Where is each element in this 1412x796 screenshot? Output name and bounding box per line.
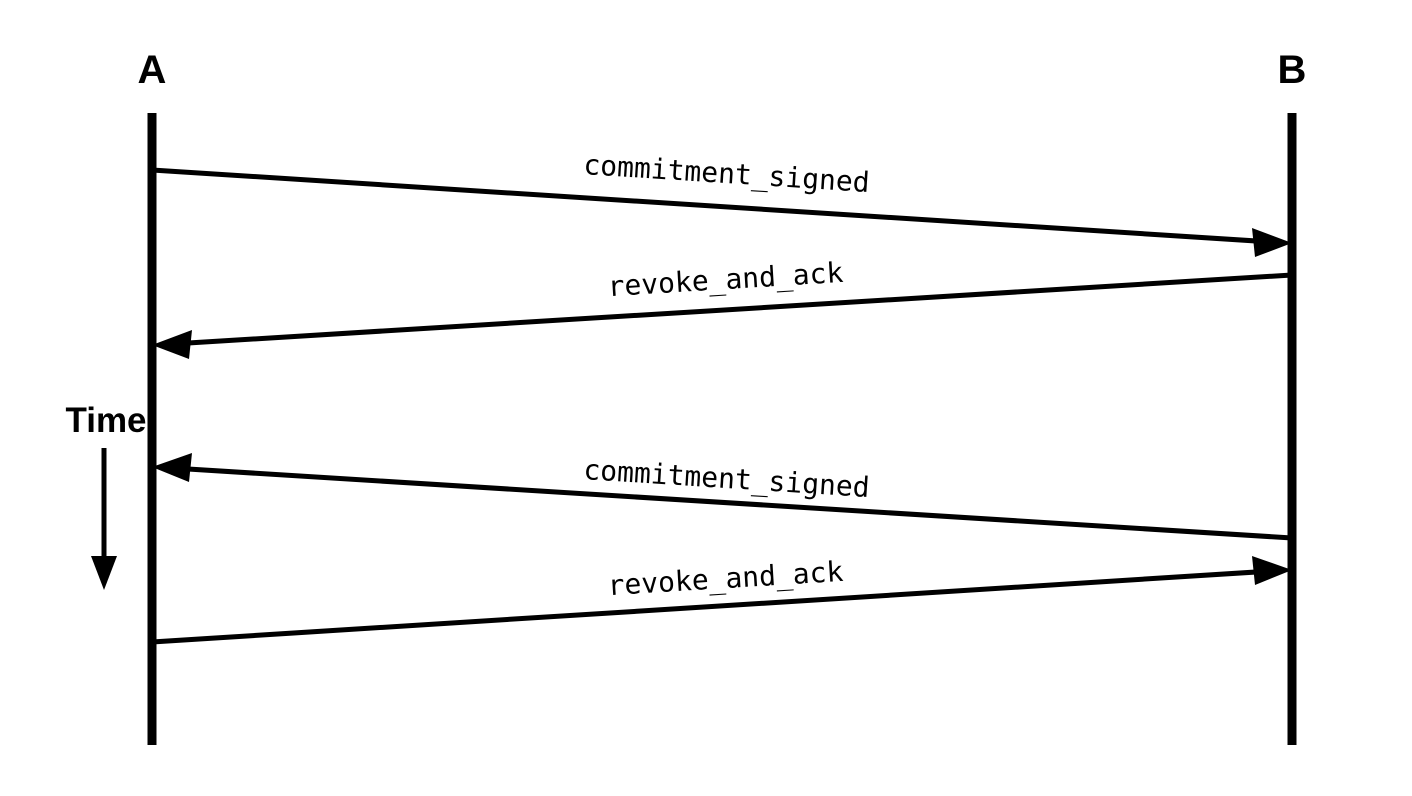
actor-label-b: B (1278, 48, 1307, 92)
message-2-arrow-head-icon (152, 330, 192, 359)
message-3: commitment_signed (152, 453, 1293, 541)
time-axis-arrow-head-icon (91, 556, 117, 590)
message-1-line (151, 167, 1273, 245)
message-2-label: revoke_and_ack (607, 256, 845, 304)
message-4-line (151, 568, 1273, 645)
message-4-arrow-head-icon (1252, 556, 1292, 585)
actor-label-a: A (138, 48, 167, 92)
message-2: revoke_and_ack (152, 256, 1293, 359)
message-1: commitment_signed (151, 148, 1292, 257)
message-1-arrow-head-icon (1252, 228, 1292, 257)
message-2-line (171, 272, 1293, 347)
message-3-line (171, 465, 1293, 541)
message-4-label: revoke_and_ack (607, 555, 845, 603)
time-axis-label: Time (65, 401, 146, 440)
message-1-label: commitment_signed (582, 148, 870, 200)
message-3-arrow-head-icon (152, 453, 192, 482)
message-4: revoke_and_ack (151, 555, 1292, 645)
